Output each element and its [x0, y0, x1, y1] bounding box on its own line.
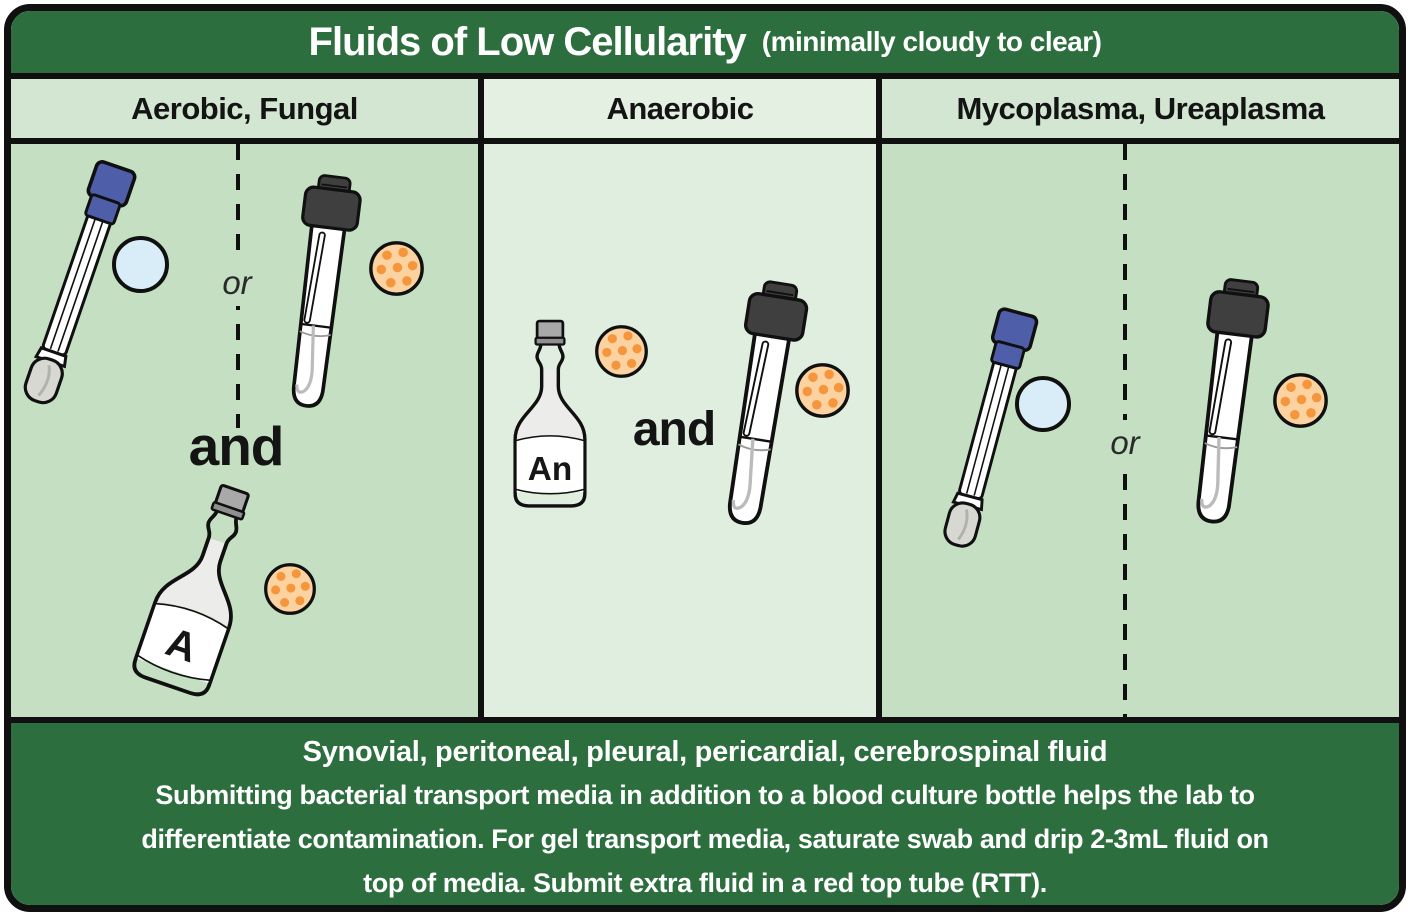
diagram-frame: Fluids of Low Cellularity (minimally clo… — [4, 4, 1406, 912]
and-connector-label: and — [632, 403, 716, 456]
column-header-anaerobic: Anaerobic — [484, 79, 882, 138]
footer-note: Synovial, peritoneal, pleural, pericardi… — [11, 717, 1399, 905]
cloudy-fluid-circle-icon — [368, 240, 425, 297]
page-title: Fluids of Low Cellularity — [308, 19, 747, 64]
footer-text-line: top of media. Submit extra fluid in a re… — [363, 868, 1047, 898]
or-connector-label: or — [212, 260, 262, 306]
or-connector-label: or — [1099, 420, 1151, 466]
title-bar: Fluids of Low Cellularity (minimally clo… — [11, 11, 1399, 79]
column-header-aerobic-fungal: Aerobic, Fungal — [11, 79, 484, 138]
gel-transport-tube-icon — [1165, 273, 1287, 534]
eswab-icon — [925, 302, 1050, 556]
bottle-letter-label: An — [528, 451, 572, 488]
page-subtitle: (minimally cloudy to clear) — [761, 26, 1102, 57]
footer-text-line: Submitting bacterial transport media in … — [155, 780, 1255, 810]
gel-transport-tube-icon — [261, 169, 380, 418]
column-aerobic-fungal: or — [11, 144, 484, 717]
clear-fluid-circle-icon — [112, 236, 169, 293]
fluid-types-heading: Synovial, peritoneal, pleural, pericardi… — [302, 736, 1108, 768]
column-anaerobic: An and — [484, 144, 882, 717]
eswab-icon — [11, 154, 149, 414]
blood-culture-bottle-icon: A — [111, 464, 290, 714]
column-mycoplasma-ureaplasma: or — [882, 144, 1399, 717]
column-header-mycoplasma-ureaplasma: Mycoplasma, Ureaplasma — [882, 79, 1399, 138]
and-connector-label: and — [188, 415, 285, 477]
cloudy-fluid-circle-icon — [794, 362, 851, 419]
column-header-row: Aerobic, Fungal Anaerobic Mycoplasma, Ur… — [11, 79, 1399, 144]
cloudy-fluid-circle-icon — [1272, 372, 1329, 429]
footer-text-line: differentiate contamination. For gel tra… — [141, 824, 1269, 854]
cloudy-fluid-circle-icon — [594, 324, 649, 379]
blood-culture-bottle-icon: An — [500, 290, 600, 540]
diagram-body: or — [11, 144, 1399, 717]
cloudy-fluid-circle-icon — [263, 562, 317, 616]
clear-fluid-circle-icon — [1015, 376, 1071, 432]
gel-transport-tube-icon — [697, 275, 825, 538]
